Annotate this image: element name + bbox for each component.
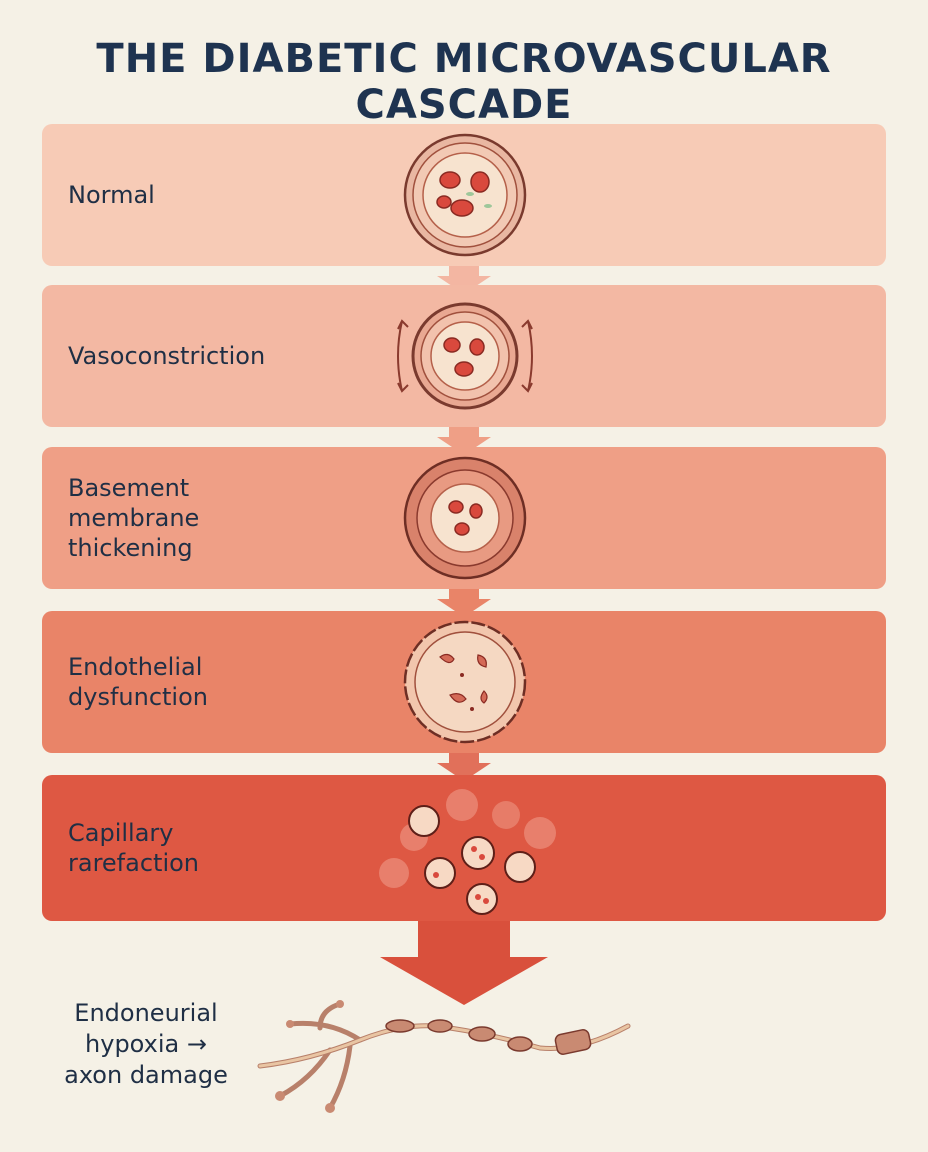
outcome-label: Endoneurial hypoxia → axon damage xyxy=(64,999,228,1089)
down-arrow-icon xyxy=(437,427,491,455)
down-arrow-icon xyxy=(380,921,548,1005)
constricted-capillary-icon xyxy=(397,302,533,410)
thickened-capillary-icon xyxy=(403,456,527,580)
damaged-axon-icon xyxy=(257,1000,631,1113)
stage-capillary-rarefaction: Capillary rarefaction xyxy=(42,775,886,921)
stage-label: Normal xyxy=(68,181,155,209)
stage-endothelial-dysfunction: Endothelial dysfunction xyxy=(42,611,886,753)
down-arrow-icon xyxy=(437,753,491,781)
stage-label: Endothelial dysfunction xyxy=(68,653,208,711)
stage-label: Basement membrane thickening xyxy=(68,474,200,562)
down-arrow-icon xyxy=(437,589,491,617)
damaged-capillary-icon xyxy=(403,620,527,744)
normal-capillary-icon xyxy=(403,133,527,257)
stage-label: Vasoconstriction xyxy=(68,342,266,370)
down-arrow-icon xyxy=(437,266,491,294)
stage-label: Capillary rarefaction xyxy=(68,819,200,877)
stage-vasoconstriction: Vasoconstriction xyxy=(42,285,886,427)
stage-normal: Normal xyxy=(42,124,886,266)
capillary-cluster-icon xyxy=(379,789,556,915)
stage-basement-membrane-thickening: Basement membrane thickening xyxy=(42,447,886,589)
page-title: THE DIABETIC MICROVASCULAR CASCADE xyxy=(96,36,832,128)
